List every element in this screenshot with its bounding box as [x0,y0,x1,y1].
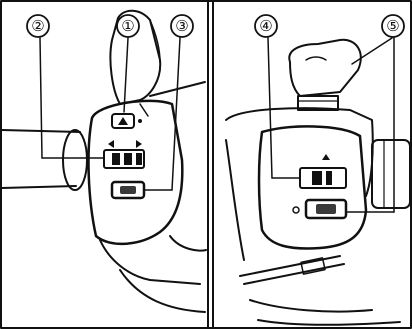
leader-2 [39,37,43,159]
callout-4-label: ④ [259,17,272,35]
engine-stop-switch [299,167,347,189]
leader-4 [267,37,273,179]
turn-signal-center [124,153,132,165]
right-finger-1 [249,299,373,313]
turn-signal-switch [103,149,145,169]
right-handlebar-panel: ④ ⑤ [225,14,411,326]
start-button [304,198,348,220]
callout-2-label: ② [31,17,44,35]
right-switch-housing [257,125,368,250]
brake-body [225,107,374,197]
horn-button-face [120,186,136,194]
callout-circle-2 [26,14,50,38]
right-grip [371,139,411,209]
reservoir-collar [297,95,339,111]
thumb-crease [149,19,161,63]
leader-5-a [351,37,393,65]
callout-circle-1 [116,14,140,38]
left-bar-end [62,129,88,191]
light-switch [111,113,135,129]
turn-signal-left [112,153,120,165]
left-switch-housing [87,99,184,246]
left-bar-bottom [1,185,77,189]
left-finger-3 [169,235,207,252]
left-handlebar-panel: ① ② ③ [1,9,207,313]
callout-3-label: ③ [175,17,188,35]
turn-left-arrow-icon [108,140,114,148]
callout-circle-4 [254,14,278,38]
right-finger-2 [257,319,401,326]
turn-right-arrow-icon [136,140,142,148]
left-finger-2 [119,269,206,313]
throttle-cable-2 [243,263,345,285]
start-symbol-icon [292,206,300,214]
cable-sleeve [300,257,326,275]
engine-stop-knob [312,171,322,185]
start-button-face [316,204,336,214]
left-finger-1 [99,239,201,285]
stop-arrow-icon [322,154,330,160]
engine-stop-knob-b [326,171,332,185]
callout-circle-3 [170,14,194,38]
reservoir-highlight [305,56,327,61]
left-thumb [109,9,162,105]
indicator-dot [138,119,142,123]
leader-3 [171,37,181,191]
callout-1-label: ① [121,17,134,35]
housing-line [139,103,149,117]
brake-lever [225,139,245,261]
light-switch-arrow-icon [118,117,128,125]
callout-circle-5 [381,14,405,38]
turn-signal-right [136,153,142,165]
callout-5-label: ⑤ [386,17,399,35]
leader-1 [123,37,129,113]
reservoir-cap [288,38,362,97]
